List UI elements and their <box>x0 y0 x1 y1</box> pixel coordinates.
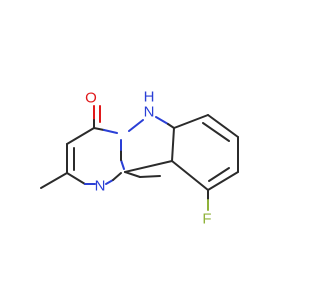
fluorine-label: F <box>202 211 211 228</box>
pyrimidinone-ring <box>66 127 125 185</box>
benzene-ring <box>171 114 239 191</box>
nh-hydrogen-label: H <box>144 89 155 106</box>
nh-nitrogen-label: N <box>144 104 155 121</box>
methyl-bond <box>40 172 68 189</box>
carbonyl-bond <box>93 105 101 129</box>
molecule-structure: O H N N F <box>40 89 239 228</box>
oxygen-label: O <box>85 90 97 107</box>
ring-nitrogen-label: N <box>95 178 106 195</box>
pyrazole-ring <box>124 116 175 178</box>
